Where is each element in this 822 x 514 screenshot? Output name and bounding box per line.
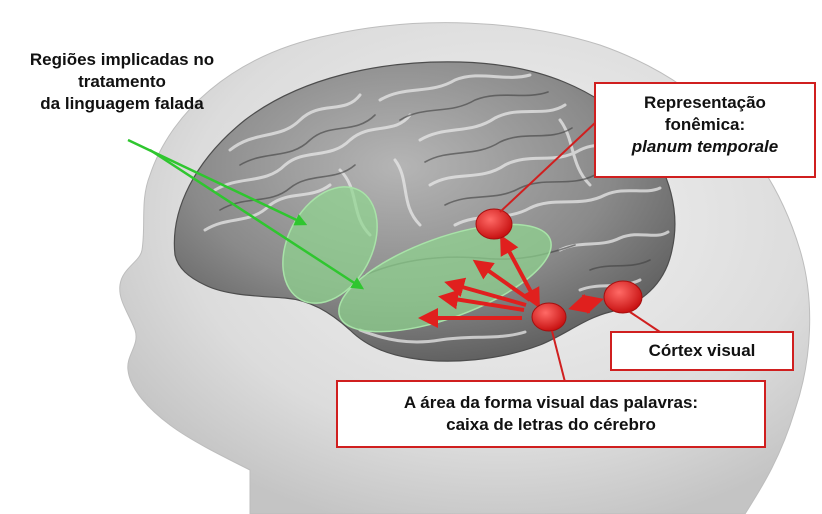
box-vwfa-line2: caixa de letras do cérebro <box>338 414 764 436</box>
box-phonemic-representation: Representação fonêmica: planum temporale <box>594 82 816 178</box>
node-visual-cortex <box>604 281 642 313</box>
box-visual-cortex: Córtex visual <box>610 331 794 371</box>
box-phonemic-line1: Representação <box>596 92 814 114</box>
node-vwfa <box>532 303 566 331</box>
label-language-regions-line2: tratamento <box>6 71 238 93</box>
box-phonemic-line2: fonêmica: <box>596 114 814 136</box>
box-visual-cortex-label: Córtex visual <box>612 340 792 362</box>
box-phonemic-line3: planum temporale <box>596 136 814 158</box>
box-vwfa-line1: A área da forma visual das palavras: <box>338 392 764 414</box>
node-planum-temporale <box>476 209 512 239</box>
label-language-regions-line3: da linguagem falada <box>6 93 238 115</box>
label-language-regions: Regiões implicadas no tratamento da ling… <box>6 49 238 115</box>
label-language-regions-line1: Regiões implicadas no <box>6 49 238 71</box>
box-visual-word-form-area: A área da forma visual das palavras: cai… <box>336 380 766 448</box>
